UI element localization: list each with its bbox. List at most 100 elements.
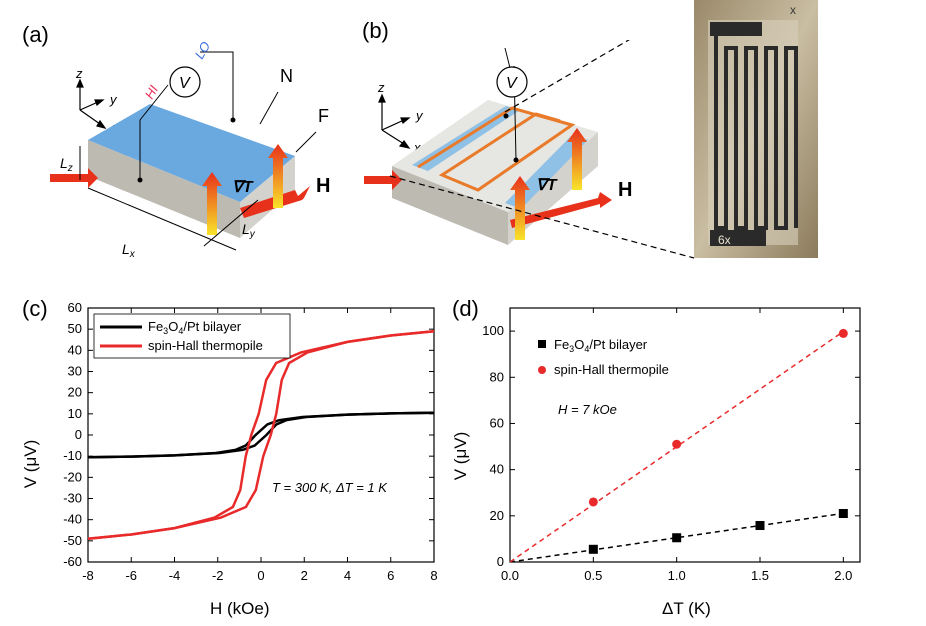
x-tick-label-c: -2 <box>212 568 224 583</box>
legend-label-thermopile-d: spin-Hall thermopile <box>554 362 669 377</box>
x-tick-label-c: 2 <box>301 568 308 583</box>
y-tick-label-c: 30 <box>68 364 82 379</box>
h-arrow-right-b <box>510 192 612 228</box>
voltmeter-label-b: V <box>506 75 518 92</box>
label-N: N <box>280 66 293 86</box>
axes-icon-b <box>378 93 411 149</box>
contact-b-2 <box>503 113 509 119</box>
x-tick-label-c: -6 <box>125 568 137 583</box>
y-tick-label-c: 20 <box>68 385 82 400</box>
voltmeter-label: V <box>179 75 191 92</box>
y-tick-label-d: 60 <box>490 415 504 430</box>
x-tick-label-d: 0.0 <box>501 568 519 583</box>
y-tick-label-c: -30 <box>63 491 82 506</box>
thermopile-wire <box>417 106 576 192</box>
axis-y-label-b: y <box>415 108 424 123</box>
thermopile-photo: x 6x <box>694 0 818 258</box>
y-tick-label-d: 20 <box>490 508 504 523</box>
wire-hi <box>139 84 169 180</box>
legend-marker-bilayer-d <box>538 340 546 348</box>
data-point-d-0 <box>755 521 765 531</box>
contact-b-1 <box>513 157 519 163</box>
wire-lo <box>200 51 234 120</box>
schematic-b: z y x V H ∇T <box>364 40 695 259</box>
legend-c: Fe3O4/Pt bilayer spin-Hall thermopile <box>93 313 291 359</box>
data-point-d-1 <box>588 497 598 507</box>
h-arrow-left <box>50 168 98 188</box>
label-F: F <box>318 106 329 126</box>
axis-z-label: z <box>75 66 83 81</box>
label-H: H <box>316 175 330 197</box>
contact-hi <box>137 177 143 183</box>
series-line-c-1 <box>87 330 435 540</box>
x-tick-label-d: 1.0 <box>668 568 686 583</box>
voltmeter-icon <box>169 66 201 98</box>
leader-F <box>295 131 317 153</box>
axis-x-label-b: x <box>413 140 421 155</box>
wire-b-2 <box>504 47 511 69</box>
photo-text-bottom: 6x <box>718 233 731 247</box>
x-tick-label-c: -8 <box>82 568 94 583</box>
y-tick-label-d: 40 <box>490 462 504 477</box>
leader-N <box>259 91 279 125</box>
legend-label-bilayer-d: Fe3O4/Pt bilayer <box>554 337 648 354</box>
ylabel-c: V (μV) <box>21 440 40 489</box>
series-line-c-1 <box>87 330 435 540</box>
axis-z-label-b: z <box>377 80 385 95</box>
label-lz: Lz <box>60 155 73 174</box>
panel-label-b: (b) <box>362 18 389 43</box>
legend-box-d <box>530 332 714 386</box>
thermopile-photo-image: x 6x <box>694 0 818 258</box>
photo-text-top: x <box>790 3 796 17</box>
legend-d: Fe3O4/Pt bilayer spin-Hall thermopile <box>530 332 714 386</box>
gradT-arrow-b-1 <box>510 176 530 240</box>
y-tick-label-c: -20 <box>63 469 82 484</box>
x-tick-label-c: 6 <box>387 568 394 583</box>
legend-label-thermopile-c: spin-Hall thermopile <box>148 338 263 353</box>
gradT-arrow-2 <box>268 144 288 208</box>
strip-2 <box>505 135 588 209</box>
series-line-c-0 <box>87 411 435 459</box>
axes-icon-a <box>76 78 107 129</box>
ylabel-d: V (μV) <box>451 432 470 481</box>
x-tick-label-c: 0 <box>257 568 264 583</box>
label-ly: Ly <box>242 221 256 240</box>
label-H-b: H <box>618 179 632 201</box>
x-tick-label-d: 2.0 <box>834 568 852 583</box>
lo-label: LO <box>192 40 214 62</box>
y-tick-label-c: -40 <box>63 512 82 527</box>
zoom-line-bottom <box>389 175 695 259</box>
x-tick-label-c: -4 <box>169 568 181 583</box>
block-front-b <box>392 166 508 245</box>
label-gradT: ∇T <box>232 179 254 196</box>
data-point-d-0 <box>588 544 598 554</box>
label-gradT-b: ∇T <box>536 177 558 194</box>
panel-label-a: (a) <box>22 22 49 47</box>
y-tick-label-d: 100 <box>482 323 504 338</box>
hi-label: HI <box>142 82 162 101</box>
data-point-d-1 <box>672 439 682 449</box>
y-tick-label-c: 50 <box>68 321 82 336</box>
y-tick-label-c: 40 <box>68 342 82 357</box>
y-tick-label-c: -60 <box>63 554 82 569</box>
xlabel-c: H (kOe) <box>210 599 270 618</box>
y-tick-label-c: -50 <box>63 533 82 548</box>
y-tick-label-c: 60 <box>68 300 82 315</box>
legend-label-bilayer-c: Fe3O4/Pt bilayer <box>148 319 242 336</box>
annotation-c: T = 300 K, ΔT = 1 K <box>272 480 388 495</box>
schematic-a: z y x V HI LO N F H ∇T Lz Lx Ly <box>50 40 330 260</box>
series-line-c-0 <box>87 411 435 459</box>
fit-line-d-0 <box>509 512 844 563</box>
h-arrow-left-b <box>364 170 402 190</box>
y-tick-label-c: -10 <box>63 448 82 463</box>
annotation-d: H = 7 kOe <box>558 402 617 417</box>
gradT-arrow-b-2 <box>567 128 587 190</box>
legend-marker-thermopile-d <box>538 366 546 374</box>
panel-label-c: (c) <box>22 296 48 321</box>
data-point-d-0 <box>672 533 682 543</box>
plot-frame-d <box>509 307 861 563</box>
gradT-arrow-1 <box>202 172 222 235</box>
voltmeter-icon-b <box>496 66 528 98</box>
